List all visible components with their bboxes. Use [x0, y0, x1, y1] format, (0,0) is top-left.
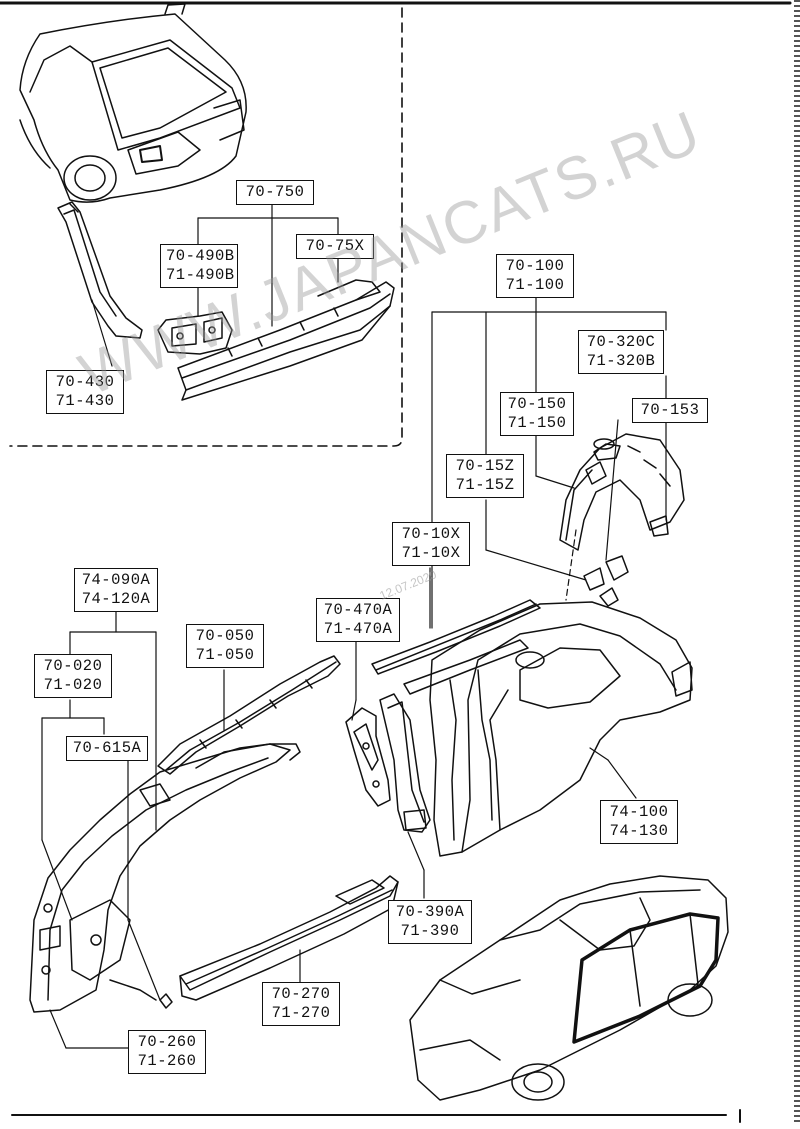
part-label-74-100: 74-100 74-130 [600, 800, 678, 844]
part-label-70-75x: 70-75X [296, 234, 374, 259]
part-label-70-020: 70-020 71-020 [34, 654, 112, 698]
part-label-70-615a: 70-615A [66, 736, 148, 761]
inset-car-rear-view [19, 3, 247, 203]
part-number: 74-120A [81, 590, 151, 608]
part-70-430-drawing [57, 201, 143, 339]
part-label-70-320c: 70-320C 71-320B [578, 330, 664, 374]
part-label-70-10x: 70-10X 71-10X [392, 522, 470, 566]
part-70-490b-drawing [157, 311, 233, 355]
part-label-70-490b: 70-490B 71-490B [160, 244, 238, 288]
part-label-70-390a: 70-390A 71-390 [388, 900, 472, 944]
part-number: 71-320B [586, 352, 656, 370]
part-wheelhouse-drawing [559, 433, 685, 551]
part-number: 70-153 [640, 401, 700, 419]
part-label-70-430: 70-430 71-430 [46, 370, 124, 414]
part-number: 70-390A [395, 903, 465, 921]
part-label-70-153: 70-153 [632, 398, 708, 423]
part-number: 71-150 [507, 414, 567, 432]
part-70-050-drawing [157, 655, 341, 775]
part-label-70-15z: 70-15Z 71-15Z [446, 454, 524, 498]
part-number: 70-750 [245, 183, 305, 201]
leader-lines [41, 295, 667, 1049]
part-number: 70-050 [195, 627, 255, 645]
part-number: 74-090A [81, 571, 151, 589]
part-label-70-050: 70-050 71-050 [186, 624, 264, 668]
part-number: 71-020 [43, 676, 103, 694]
part-number: 70-150 [507, 395, 567, 413]
part-number: 70-100 [505, 257, 565, 275]
part-number: 70-490B [166, 247, 235, 265]
part-number: 70-320C [586, 333, 656, 351]
part-clips-drawing [583, 555, 629, 607]
part-label-74-090a: 74-090A 74-120A [74, 568, 158, 612]
part-70-020-front-pillar [29, 743, 301, 1013]
part-number: 70-270 [271, 985, 331, 1003]
part-number: 71-050 [195, 646, 255, 664]
part-label-70-470a: 70-470A 71-470A [316, 598, 400, 642]
part-number: 70-260 [137, 1033, 197, 1051]
part-number: 70-470A [323, 601, 393, 619]
part-number: 71-260 [137, 1052, 197, 1070]
part-70-750-drawing [177, 279, 395, 401]
part-number: 70-75X [305, 237, 365, 255]
part-number: 70-430 [55, 373, 115, 391]
part-label-70-260: 70-260 71-260 [128, 1030, 206, 1074]
part-number: 70-020 [43, 657, 103, 675]
part-number: 71-15Z [455, 476, 515, 494]
overview-car-drawing [409, 875, 729, 1101]
part-number: 74-100 [609, 803, 669, 821]
part-number: 71-100 [505, 276, 565, 294]
part-number: 71-270 [271, 1004, 331, 1022]
part-label-70-270: 70-270 71-270 [262, 982, 340, 1026]
part-label-70-750: 70-750 [236, 180, 314, 205]
scan-edge [794, 0, 800, 1124]
part-number: 71-470A [323, 620, 393, 638]
part-number: 70-615A [72, 739, 142, 757]
part-label-70-150: 70-150 71-150 [500, 392, 574, 436]
part-number: 71-390 [400, 922, 460, 940]
part-70-390a-drawing [379, 693, 431, 833]
part-74-100-quarter-panel [429, 601, 693, 857]
part-number: 71-490B [166, 266, 235, 284]
part-number: 74-130 [609, 822, 669, 840]
inset-leader-lines [91, 199, 339, 367]
part-number: 71-10X [401, 544, 461, 562]
part-number: 71-430 [55, 392, 115, 410]
part-number: 70-15Z [455, 457, 515, 475]
part-70-10x-roof-rail [371, 599, 541, 695]
part-70-470a-drawing [345, 707, 391, 807]
part-label-70-100: 70-100 71-100 [496, 254, 574, 298]
part-number: 70-10X [401, 525, 461, 543]
